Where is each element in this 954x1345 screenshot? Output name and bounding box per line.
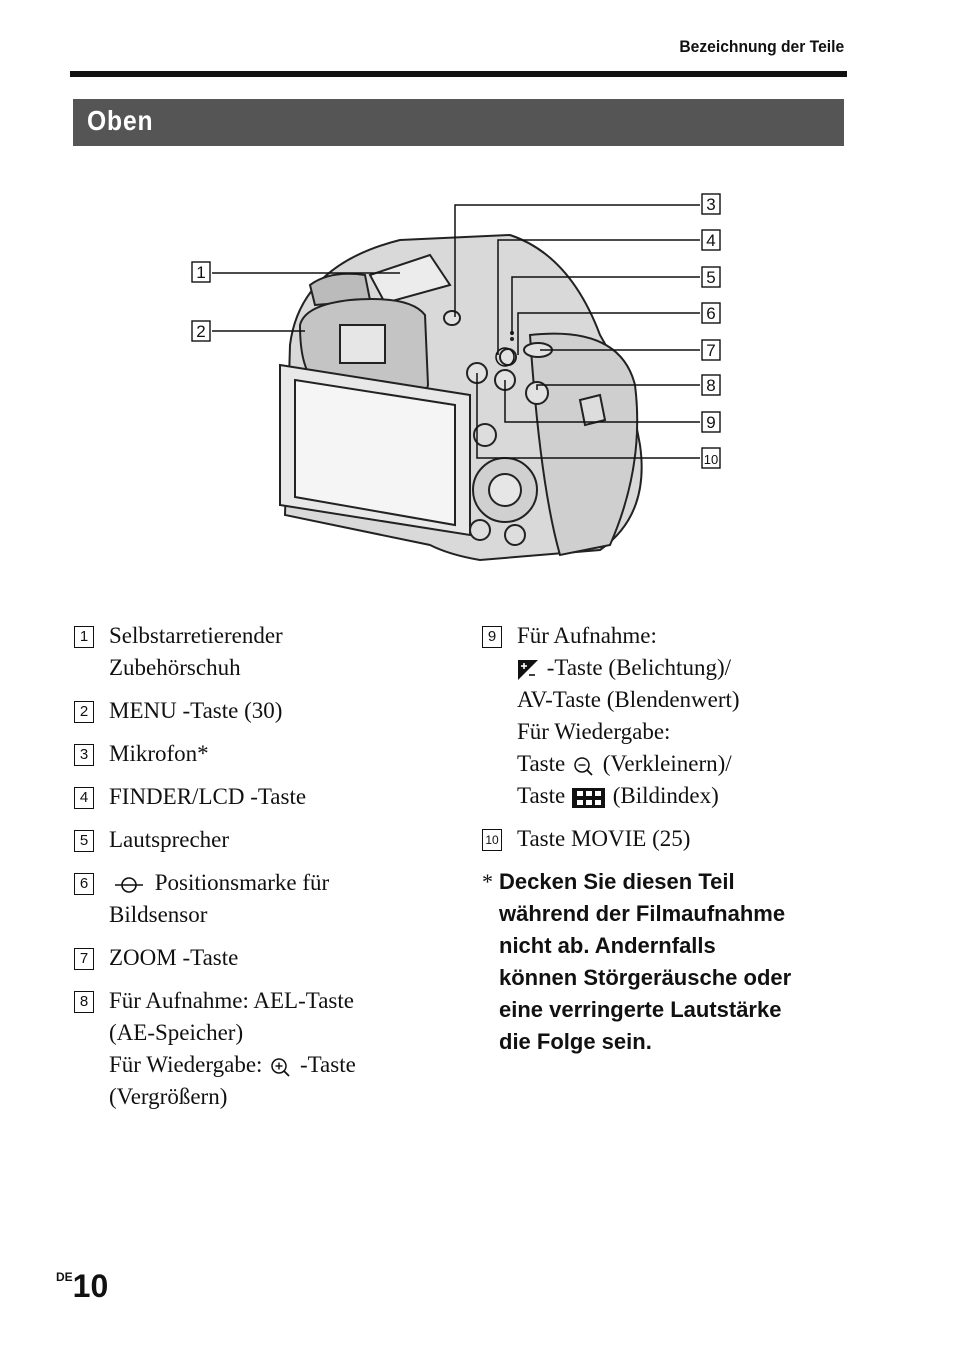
image-index-icon <box>571 787 605 808</box>
item-number: 1 <box>74 626 94 648</box>
item-text: Taste <box>517 751 566 776</box>
section-title: Oben <box>87 105 154 136</box>
callout-7: 7 <box>706 341 715 360</box>
callout-5: 5 <box>706 268 715 287</box>
parts-list-left: 1 Selbstarretierender Zubehörschuh 2 MEN… <box>74 620 454 1124</box>
footnote-text: können Störgeräusche oder <box>499 965 792 990</box>
callout-9: 9 <box>706 413 715 432</box>
item-text: Für Wiedergabe: <box>109 1052 263 1077</box>
item-text: Selbstarretierender <box>109 623 283 648</box>
list-item: 6 Positionsmarke für Bildsensor <box>74 867 454 931</box>
hot-shoe <box>368 253 452 305</box>
item-number: 4 <box>74 787 94 809</box>
list-item: 8 Für Aufnahme: AEL-Taste (AE-Speicher) … <box>74 985 454 1113</box>
footnote: * Decken Sie diesen Teil während der Fil… <box>482 866 862 1058</box>
callout-10: 10 <box>704 452 718 467</box>
item-text: MENU -Taste (30) <box>109 698 283 723</box>
callout-3: 3 <box>706 195 715 214</box>
item-number: 10 <box>482 829 502 851</box>
item-text: AV-Taste (Blendenwert) <box>517 687 740 712</box>
list-item: 3 Mikrofon* <box>74 738 454 770</box>
item-text: FINDER/LCD -Taste <box>109 784 307 809</box>
item-number: 7 <box>74 948 94 970</box>
item-text: Für Wiedergabe: <box>517 719 671 744</box>
item-text: Bildsensor <box>109 902 208 927</box>
callout-4: 4 <box>706 231 715 250</box>
zoom-in-icon <box>271 1057 290 1077</box>
footnote-text: die Folge sein. <box>499 1029 652 1054</box>
item-text: -Taste (Belichtung)/ <box>546 655 731 680</box>
item-text: Mikrofon* <box>109 741 209 766</box>
item-text: (Verkleinern)/ <box>602 751 732 776</box>
viewfinder <box>339 324 386 364</box>
item-number: 2 <box>74 701 94 723</box>
item-text: (AE-Speicher) <box>109 1020 244 1045</box>
list-item: 10 Taste MOVIE (25) <box>482 823 862 855</box>
list-item: 4 FINDER/LCD -Taste <box>74 781 454 813</box>
image-sensor-mark-icon <box>115 876 143 893</box>
item-number: 9 <box>482 626 502 648</box>
item-text: ZOOM -Taste <box>109 945 239 970</box>
footnote-marker: * <box>482 869 493 894</box>
footnote-text: Decken Sie diesen Teil <box>499 869 735 894</box>
item-text: Taste MOVIE (25) <box>517 826 691 851</box>
list-item: 9 Für Aufnahme: -Taste (Belichtung)/ AV-… <box>482 620 862 812</box>
running-header: Bezeichnung der Teile <box>679 37 844 56</box>
page-language: DE <box>56 1270 73 1284</box>
callout-8: 8 <box>706 376 715 395</box>
parts-list-right: 9 Für Aufnahme: -Taste (Belichtung)/ AV-… <box>482 620 862 1058</box>
item-text: -Taste <box>299 1052 356 1077</box>
item-text: Für Aufnahme: AEL-Taste <box>109 988 354 1013</box>
item-number: 6 <box>74 873 94 895</box>
footnote-text: während der Filmaufnahme <box>499 901 786 926</box>
item-text: Taste <box>517 783 566 808</box>
list-item: 7 ZOOM -Taste <box>74 942 454 974</box>
item-text: Für Aufnahme: <box>517 623 657 648</box>
callout-6: 6 <box>706 304 715 323</box>
header-rule <box>70 71 847 77</box>
grip <box>528 332 639 557</box>
item-text: Lautsprecher <box>109 827 230 852</box>
page-number: DE10 <box>56 1268 108 1305</box>
page-number-value: 10 <box>72 1268 109 1304</box>
item-number: 3 <box>74 744 94 766</box>
item-text: (Bildindex) <box>612 783 719 808</box>
exposure-compensation-icon <box>518 659 538 680</box>
camera-diagram: 1 2 3 4 5 6 7 8 9 10 <box>191 193 721 562</box>
item-text: (Vergrößern) <box>109 1084 228 1109</box>
list-item: 5 Lautsprecher <box>74 824 454 856</box>
item-text: Positionsmarke für <box>154 870 330 895</box>
camera-top-illustration: 1 2 3 4 5 6 7 8 9 10 <box>180 185 740 575</box>
zoom-out-icon <box>574 756 593 776</box>
callout-1: 1 <box>196 263 205 282</box>
item-text: Zubehörschuh <box>109 655 241 680</box>
item-number: 8 <box>74 991 94 1013</box>
list-item: 2 MENU -Taste (30) <box>74 695 454 727</box>
list-item: 1 Selbstarretierender Zubehörschuh <box>74 620 454 684</box>
section-heading-bar: Oben <box>73 99 844 146</box>
strap-lug <box>578 393 607 427</box>
callout-2: 2 <box>196 322 205 341</box>
footnote-text: eine verringerte Lautstärke <box>499 997 782 1022</box>
item-number: 5 <box>74 830 94 852</box>
footnote-text: nicht ab. Andernfalls <box>499 933 716 958</box>
